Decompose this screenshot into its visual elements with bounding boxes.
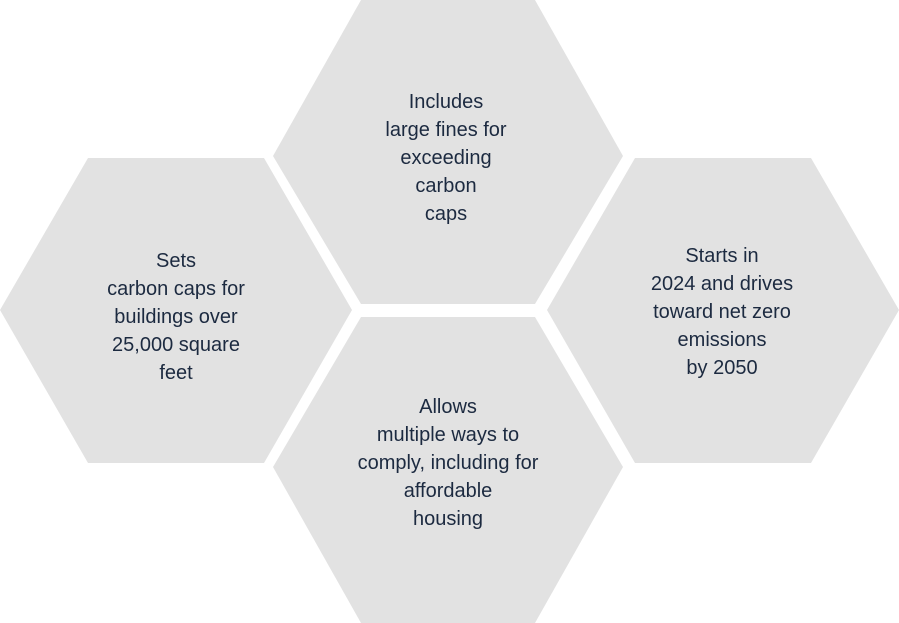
hexagon-left-line: Sets (155, 250, 197, 272)
hexagon-right-line: 2024 and drives (650, 273, 794, 295)
hexagon-bottom-line: multiple ways to (376, 424, 520, 446)
hexagon-right-line: by 2050 (686, 357, 758, 379)
hexagon-bottom-line: Allows (419, 396, 477, 418)
hexagon-right (547, 158, 899, 463)
hexagon-top-text: Includes large fines for exceeding carbo… (385, 88, 506, 228)
hexagon-bottom-line: comply, including for (357, 452, 539, 474)
hexagon-top-line: carbon (415, 175, 477, 197)
hexagon-bottom-text: Allows multiple ways to comply, includin… (358, 393, 539, 533)
hexagon-top-line: caps (424, 203, 468, 225)
hexagon-left (0, 158, 352, 463)
hexagon-left-line: feet (159, 362, 193, 384)
hexagon-left-line: carbon caps for (107, 278, 245, 300)
hexagon-left-line: 25,000 square (112, 334, 240, 356)
hexagon-bottom (273, 317, 623, 623)
hexagon-bottom-line: affordable (403, 480, 493, 502)
hexagon-right-line: Starts in (685, 245, 759, 267)
hexagon-left-text: Sets carbon caps for buildings over 25,0… (107, 247, 245, 387)
hexagon-top-line: Includes (408, 91, 484, 113)
hexagon-bottom-line: housing (412, 508, 484, 530)
hexagon-right-line: toward net zero (653, 301, 791, 323)
hexagon-right-text: Starts in 2024 and drives toward net zer… (651, 242, 793, 382)
hexagon-top-line: large fines for (385, 119, 507, 141)
hexagon-top (273, 0, 623, 304)
hexagon-left-line: buildings over (114, 306, 238, 328)
hexagon-right-line: emissions (677, 329, 767, 351)
hexagon-top-line: exceeding (400, 147, 492, 169)
